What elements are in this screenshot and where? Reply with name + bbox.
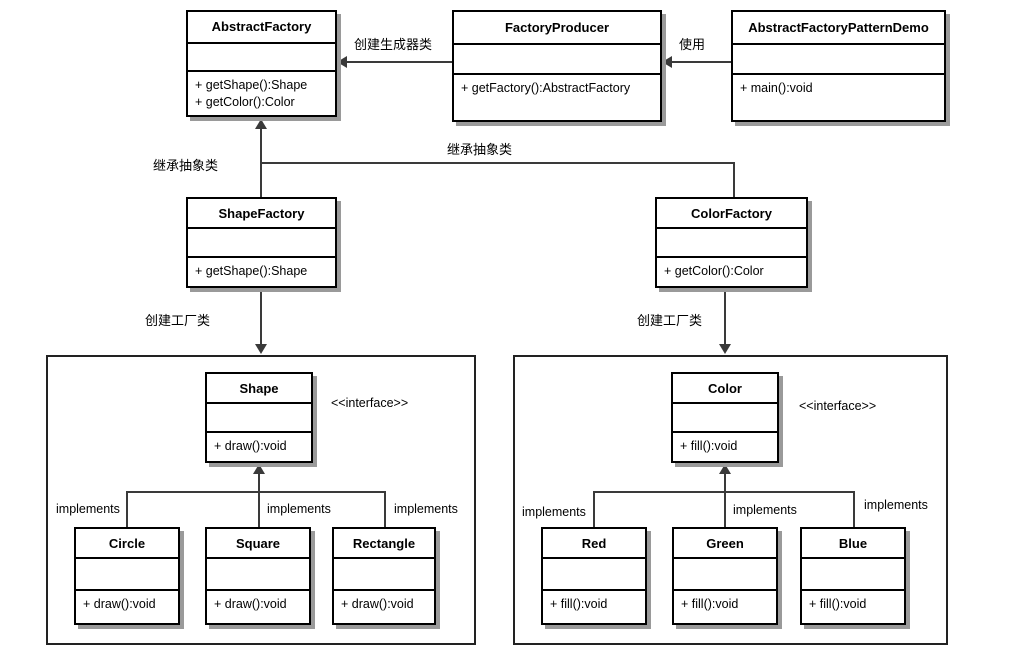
class-name-green: Green xyxy=(674,529,776,559)
class-name-square: Square xyxy=(207,529,309,559)
class-operations-color: + fill():void xyxy=(680,439,738,453)
class-box-abstractfactory[interactable]: AbstractFactory + getShape():Shape + get… xyxy=(186,10,337,117)
edge-label-implements-square: implements xyxy=(267,502,331,516)
class-operations-rectangle: + draw():void xyxy=(341,597,414,611)
edge-colorfactory-to-color xyxy=(724,288,726,346)
class-attributes-color xyxy=(673,404,777,433)
class-operations-colorfactory: + getColor():Color xyxy=(664,264,764,278)
edge-factoryproducer-to-abstractfactory xyxy=(347,61,453,63)
stereotype-label-shape: <<interface>> xyxy=(331,396,409,410)
arrowhead-shapefactory-inherit xyxy=(255,119,267,129)
edge-implements-square xyxy=(258,491,260,527)
class-attributes-colorfactory xyxy=(657,229,806,258)
arrowhead-implements-color xyxy=(719,464,731,474)
class-attributes-circle xyxy=(76,559,178,591)
class-box-demo[interactable]: AbstractFactoryPatternDemo + main():void xyxy=(731,10,946,122)
edge-implements-green xyxy=(724,491,726,527)
edge-label-implements-blue: implements xyxy=(864,498,928,512)
class-name-blue: Blue xyxy=(802,529,904,559)
edge-shapefactory-to-shape xyxy=(260,288,262,346)
class-operations-demo: + main():void xyxy=(740,81,813,95)
class-name-shape: Shape xyxy=(207,374,311,404)
edge-label-create-factory-right: 创建工厂类 xyxy=(637,313,703,328)
class-name-circle: Circle xyxy=(76,529,178,559)
class-operations-abstractfactory: + getShape():Shape + getColor():Color xyxy=(195,78,308,110)
class-name-factoryproducer: FactoryProducer xyxy=(454,12,660,45)
class-name-color: Color xyxy=(673,374,777,404)
class-attributes-red xyxy=(543,559,645,591)
edge-implements-blue xyxy=(853,491,855,527)
edge-label-implements-red: implements xyxy=(522,505,586,519)
class-attributes-demo xyxy=(733,45,944,75)
arrowhead-to-abstractfactory xyxy=(337,56,347,68)
class-box-green[interactable]: Green + fill():void xyxy=(672,527,778,625)
class-operations-red: + fill():void xyxy=(550,597,608,611)
edge-implements-circle xyxy=(126,491,128,527)
edge-label-create-producer: 创建生成器类 xyxy=(354,37,433,52)
arrowhead-to-factoryproducer xyxy=(662,56,672,68)
class-name-shapefactory: ShapeFactory xyxy=(188,199,335,229)
edge-colorfactory-to-branch xyxy=(733,162,735,197)
class-name-demo: AbstractFactoryPatternDemo xyxy=(733,12,944,45)
edge-label-inherit-abstract-left: 继承抽象类 xyxy=(153,158,219,173)
class-box-square[interactable]: Square + draw():void xyxy=(205,527,311,625)
edge-label-uses: 使用 xyxy=(679,37,706,52)
class-attributes-shapefactory xyxy=(188,229,335,258)
class-operations-shapefactory: + getShape():Shape xyxy=(195,264,308,278)
edge-label-inherit-abstract-right: 继承抽象类 xyxy=(447,142,513,157)
arrowhead-to-shape-group xyxy=(255,344,267,354)
class-operations-factoryproducer: + getFactory():AbstractFactory xyxy=(461,81,631,95)
class-attributes-abstractfactory xyxy=(188,44,335,73)
class-name-abstractfactory: AbstractFactory xyxy=(188,12,335,44)
class-attributes-shape xyxy=(207,404,311,433)
edge-implements-rectangle xyxy=(384,491,386,527)
edge-label-implements-rectangle: implements xyxy=(394,502,458,516)
class-operations-green: + fill():void xyxy=(681,597,739,611)
class-box-shapefactory[interactable]: ShapeFactory + getShape():Shape xyxy=(186,197,337,288)
class-box-red[interactable]: Red + fill():void xyxy=(541,527,647,625)
class-name-colorfactory: ColorFactory xyxy=(657,199,806,229)
class-operations-shape: + draw():void xyxy=(214,439,287,453)
arrowhead-to-color-group xyxy=(719,344,731,354)
class-box-shape[interactable]: Shape + draw():void xyxy=(205,372,313,463)
class-box-rectangle[interactable]: Rectangle + draw():void xyxy=(332,527,436,625)
class-operations-square: + draw():void xyxy=(214,597,287,611)
class-box-blue[interactable]: Blue + fill():void xyxy=(800,527,906,625)
edge-implements-color-bus xyxy=(593,491,854,493)
class-operations-blue: + fill():void xyxy=(809,597,867,611)
class-box-factoryproducer[interactable]: FactoryProducer + getFactory():AbstractF… xyxy=(452,10,662,122)
class-attributes-square xyxy=(207,559,309,591)
class-box-color[interactable]: Color + fill():void xyxy=(671,372,779,463)
class-attributes-blue xyxy=(802,559,904,591)
class-attributes-factoryproducer xyxy=(454,45,660,75)
edge-label-implements-circle: implements xyxy=(56,502,120,516)
edge-label-create-factory-left: 创建工厂类 xyxy=(145,313,211,328)
shape-group-frame xyxy=(46,355,476,645)
class-name-red: Red xyxy=(543,529,645,559)
edge-implements-red xyxy=(593,491,595,527)
arrowhead-implements-shape xyxy=(253,464,265,474)
edge-label-implements-green: implements xyxy=(733,503,797,517)
class-attributes-green xyxy=(674,559,776,591)
edge-demo-to-factoryproducer xyxy=(672,61,732,63)
class-operations-circle: + draw():void xyxy=(83,597,156,611)
class-box-circle[interactable]: Circle + draw():void xyxy=(74,527,180,625)
class-name-rectangle: Rectangle xyxy=(334,529,434,559)
edge-implements-shape-bus xyxy=(126,491,385,493)
edge-inherit-branch-horizontal xyxy=(261,162,734,164)
class-box-colorfactory[interactable]: ColorFactory + getColor():Color xyxy=(655,197,808,288)
class-attributes-rectangle xyxy=(334,559,434,591)
stereotype-label-color: <<interface>> xyxy=(799,399,877,413)
color-group-frame xyxy=(513,355,948,645)
